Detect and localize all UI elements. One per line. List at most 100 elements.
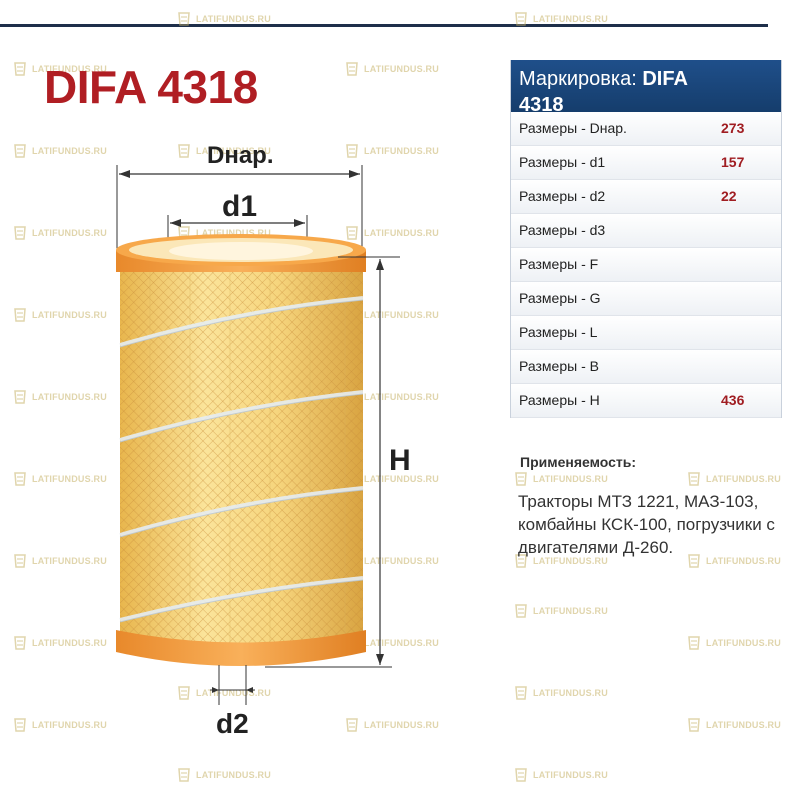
watermark-text: LATIFUNDUS.RU	[196, 688, 271, 698]
row-label: Размеры - Dнар.	[519, 120, 627, 136]
watermark: LATIFUNDUS.RU	[515, 12, 608, 26]
watermark-text: LATIFUNDUS.RU	[32, 392, 107, 402]
watermark-logo-icon	[515, 768, 527, 782]
watermark: LATIFUNDUS.RU	[14, 390, 107, 404]
watermark-text: LATIFUNDUS.RU	[32, 228, 107, 238]
row-label: Размеры - d1	[519, 154, 606, 170]
watermark: LATIFUNDUS.RU	[14, 718, 107, 732]
watermark-logo-icon	[14, 554, 26, 568]
row-label: Размеры - G	[519, 290, 601, 306]
watermark-text: LATIFUNDUS.RU	[533, 606, 608, 616]
table-row: Размеры - F	[511, 248, 781, 282]
watermark-logo-icon	[688, 554, 700, 568]
watermark-logo-icon	[178, 12, 190, 26]
row-value: 273	[721, 120, 745, 136]
row-label: Размеры - B	[519, 358, 599, 374]
watermark-text: LATIFUNDUS.RU	[364, 556, 439, 566]
watermark: LATIFUNDUS.RU	[178, 12, 271, 26]
filter-cylinder	[116, 234, 366, 666]
watermark: LATIFUNDUS.RU	[14, 62, 107, 76]
watermark-logo-icon	[14, 308, 26, 322]
watermark-logo-icon	[688, 718, 700, 732]
watermark: LATIFUNDUS.RU	[14, 636, 107, 650]
watermark-text: LATIFUNDUS.RU	[533, 770, 608, 780]
table-row: Размеры - d3	[511, 214, 781, 248]
watermark-logo-icon	[346, 226, 358, 240]
watermark: LATIFUNDUS.RU	[346, 718, 439, 732]
watermark-text: LATIFUNDUS.RU	[196, 14, 271, 24]
watermark-text: LATIFUNDUS.RU	[706, 638, 781, 648]
watermark-text: LATIFUNDUS.RU	[364, 64, 439, 74]
table-row: Размеры - d1 157	[511, 146, 781, 180]
marking-brand: DIFA	[642, 68, 688, 90]
table-row: Размеры - Dнар. 273	[511, 112, 781, 146]
watermark-logo-icon	[515, 554, 527, 568]
watermark-text: LATIFUNDUS.RU	[706, 720, 781, 730]
watermark-text: LATIFUNDUS.RU	[32, 310, 107, 320]
watermark: LATIFUNDUS.RU	[346, 144, 439, 158]
watermark-text: LATIFUNDUS.RU	[32, 720, 107, 730]
watermark: LATIFUNDUS.RU	[515, 604, 608, 618]
watermark-logo-icon	[14, 62, 26, 76]
watermark-text: LATIFUNDUS.RU	[533, 556, 608, 566]
page-title: DIFA 4318	[44, 61, 258, 113]
watermark: LATIFUNDUS.RU	[14, 554, 107, 568]
table-row: Размеры - H 436	[511, 384, 781, 418]
outer-diameter-label: Dнар.	[207, 142, 274, 169]
watermark-text: LATIFUNDUS.RU	[32, 474, 107, 484]
watermark: LATIFUNDUS.RU	[515, 472, 608, 486]
watermark: LATIFUNDUS.RU	[346, 62, 439, 76]
watermark-logo-icon	[14, 718, 26, 732]
d1-label: d1	[222, 190, 258, 223]
watermark-logo-icon	[14, 144, 26, 158]
watermark: LATIFUNDUS.RU	[346, 226, 439, 240]
watermark-logo-icon	[14, 472, 26, 486]
row-value: 157	[721, 154, 745, 170]
applicability-title: Применяемость:	[520, 454, 637, 470]
marking-number: 4318	[519, 94, 564, 116]
watermark-logo-icon	[14, 226, 26, 240]
row-label: Размеры - L	[519, 324, 598, 340]
watermark-text: LATIFUNDUS.RU	[533, 14, 608, 24]
watermark-text: LATIFUNDUS.RU	[32, 556, 107, 566]
spec-table: Маркировка: DIFA 4318 Размеры - Dнар. 273…	[510, 60, 782, 418]
watermark-logo-icon	[346, 718, 358, 732]
watermark-text: LATIFUNDUS.RU	[196, 228, 271, 238]
watermark-logo-icon	[688, 472, 700, 486]
row-label: Размеры - d3	[519, 222, 606, 238]
table-row: Размеры - L	[511, 316, 781, 350]
watermark-logo-icon	[515, 686, 527, 700]
watermark: LATIFUNDUS.RU	[688, 554, 781, 568]
watermark: LATIFUNDUS.RU	[688, 636, 781, 650]
watermark-text: LATIFUNDUS.RU	[196, 770, 271, 780]
watermark: LATIFUNDUS.RU	[14, 144, 107, 158]
watermark-text: LATIFUNDUS.RU	[364, 638, 439, 648]
watermark-logo-icon	[178, 144, 190, 158]
marking-label: Маркировка:	[519, 68, 637, 90]
watermark-logo-icon	[178, 686, 190, 700]
spec-table-header: Маркировка: DIFA 4318	[511, 60, 781, 116]
row-label: Размеры - F	[519, 256, 599, 272]
watermark-text: LATIFUNDUS.RU	[364, 146, 439, 156]
watermark-text: LATIFUNDUS.RU	[196, 146, 271, 156]
watermark-logo-icon	[515, 604, 527, 618]
row-value: 436	[721, 392, 745, 408]
watermark-logo-icon	[14, 636, 26, 650]
table-row: Размеры - B	[511, 350, 781, 384]
watermark: LATIFUNDUS.RU	[688, 472, 781, 486]
watermark-logo-icon	[688, 636, 700, 650]
row-label: Размеры - H	[519, 392, 600, 408]
height-dimension	[265, 256, 400, 668]
watermark-text: LATIFUNDUS.RU	[364, 474, 439, 484]
watermark: LATIFUNDUS.RU	[14, 472, 107, 486]
watermark-text: LATIFUNDUS.RU	[364, 310, 439, 320]
watermark: LATIFUNDUS.RU	[178, 144, 271, 158]
row-value: 22	[721, 188, 737, 204]
watermark: LATIFUNDUS.RU	[14, 308, 107, 322]
watermark: LATIFUNDUS.RU	[178, 768, 271, 782]
watermark-text: LATIFUNDUS.RU	[706, 474, 781, 484]
air-filter-diagram	[116, 165, 400, 705]
watermark-logo-icon	[515, 12, 527, 26]
watermark-text: LATIFUNDUS.RU	[32, 638, 107, 648]
